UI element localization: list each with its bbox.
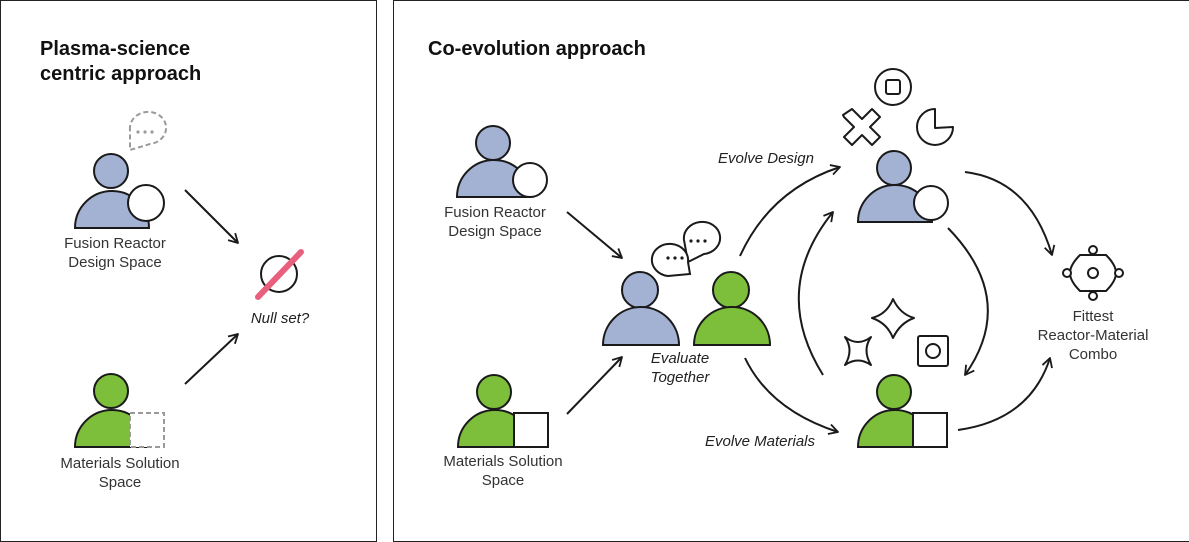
evaluate-green-person-icon bbox=[692, 271, 772, 346]
concave-star-shape-icon bbox=[871, 298, 915, 339]
left-panel bbox=[0, 0, 377, 542]
evolve-materials-label: Evolve Materials bbox=[704, 433, 816, 450]
diagram-canvas bbox=[73, 68, 1124, 448]
evaluate-blue-person-icon bbox=[601, 271, 681, 346]
arrow-materials-to-fittest bbox=[957, 357, 1053, 431]
evolved-materials-person-icon bbox=[856, 374, 948, 448]
null-set-label: Null set? bbox=[250, 310, 310, 327]
null-set-icon bbox=[255, 249, 304, 300]
arrow-fusion-to-evaluate bbox=[566, 211, 623, 259]
arrow-materials-to-evaluate bbox=[566, 356, 623, 415]
fittest-combo-shape-icon bbox=[1062, 245, 1124, 301]
right-panel-title: Co-evolution approach bbox=[428, 38, 646, 60]
fittest-combo-label: Fittest Reactor-Material Combo bbox=[1037, 308, 1149, 363]
evaluate-together-label: Evaluate Together bbox=[650, 350, 710, 386]
co-evo-fusion-person-icon bbox=[455, 125, 548, 198]
arrow-design-to-fittest bbox=[964, 171, 1056, 256]
evolved-design-person-icon bbox=[856, 150, 949, 223]
co-evo-materials-person-icon bbox=[456, 374, 549, 448]
arrow-materials-to-design bbox=[797, 211, 834, 376]
arrow-materials-to-null bbox=[184, 333, 239, 385]
dashed-thought-bubble-icon bbox=[128, 111, 167, 152]
right-fusion-label: Fusion Reactor Design Space bbox=[444, 204, 546, 240]
fusion-reactor-person-icon bbox=[73, 153, 165, 229]
arrow-evolve-materials bbox=[744, 357, 839, 435]
pacman-shape-icon bbox=[916, 108, 954, 146]
right-panel bbox=[393, 0, 1189, 542]
left-panel-title: Plasma-science centric approach bbox=[40, 38, 202, 85]
arrow-fusion-to-null bbox=[184, 189, 239, 244]
cross-shape-icon bbox=[842, 108, 881, 146]
circle-square-shape-icon bbox=[874, 68, 912, 106]
arrow-evolve-design bbox=[739, 164, 841, 257]
evolve-design-label: Evolve Design bbox=[718, 150, 814, 167]
concave-square-shape-icon bbox=[844, 336, 872, 366]
right-materials-label: Materials Solution Space bbox=[443, 453, 563, 489]
left-materials-label: Materials Solution Space bbox=[60, 455, 180, 491]
speech-bubbles-icon bbox=[651, 221, 721, 278]
square-circle-shape-icon bbox=[917, 335, 949, 367]
arrow-design-to-materials bbox=[947, 227, 989, 376]
left-fusion-label: Fusion Reactor Design Space bbox=[64, 235, 166, 271]
materials-person-icon bbox=[73, 373, 165, 448]
